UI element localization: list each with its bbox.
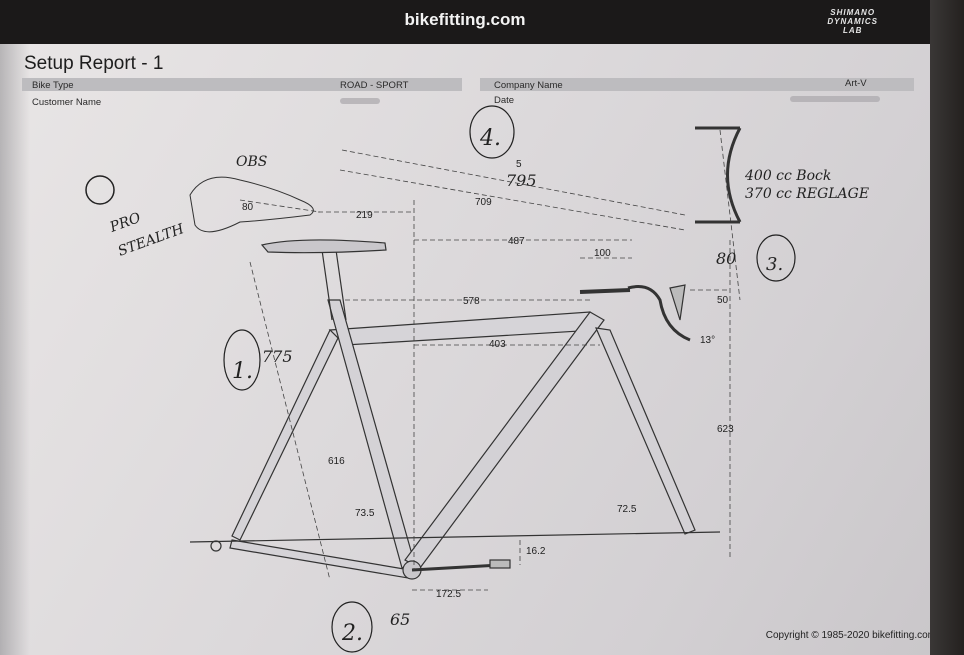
hw-num-1: 1. [232, 359, 253, 384]
scribble-mark [85, 175, 115, 205]
dim-reach-top: 5 [516, 159, 522, 170]
brand-title: bikefitting.com [404, 10, 526, 29]
drop-bar [627, 285, 691, 342]
circle-2 [331, 601, 373, 653]
dim-bb-drop: 16.2 [526, 546, 546, 557]
bike-type-row [22, 78, 462, 91]
paper-edge [930, 0, 964, 655]
dim-crank: 172.5 [436, 589, 461, 600]
dim-drop: 50 [717, 295, 729, 306]
dim-seat-angle: 73.5 [355, 508, 375, 519]
hw-drop: 80 [716, 249, 736, 268]
down-tube [404, 311, 605, 569]
header-bar: bikefitting.com SHIMANO DYNAMICS LAB [0, 0, 930, 44]
rear-dropout [210, 540, 222, 552]
dim-saddle-length: 80 [242, 202, 254, 213]
ground-line [189, 531, 721, 543]
dim-saddle-setback: 219 [356, 210, 373, 221]
fork [595, 327, 696, 535]
chain-stay [229, 539, 411, 579]
copyright: Copyright © 1985-2020 bikefitting.com [765, 630, 936, 641]
hw-saddle-model-1: PRO [107, 210, 143, 236]
company-row [480, 78, 914, 91]
dim-stem: 100 [594, 248, 611, 259]
hw-num-3: 3. [766, 254, 783, 275]
shimano-dynamics-lab-logo: SHIMANO DYNAMICS LAB [827, 8, 878, 35]
customer-label: Customer Name [32, 97, 102, 108]
hw-num-4: 4. [479, 126, 501, 151]
dim-seat-tube: 616 [328, 456, 345, 467]
company-value: Art-V [845, 78, 867, 89]
bike-type-label: Bike Type [32, 80, 74, 91]
page-shadow [0, 0, 30, 655]
date-value-redacted [790, 96, 880, 102]
customer-name-redacted [340, 98, 380, 104]
saddle-sketch [189, 176, 314, 233]
logo-line-1: SHIMANO [830, 8, 876, 17]
date-label: Date [494, 95, 515, 106]
dim-handlebar-reach: 578 [463, 296, 480, 307]
seat-post [321, 249, 333, 321]
handlebar-sketch [695, 126, 742, 224]
logo-line-3: LAB [842, 26, 863, 35]
logo-line-2: DYNAMICS [827, 17, 878, 26]
company-label: Company Name [494, 80, 563, 91]
dim-head-angle: 72.5 [617, 504, 637, 515]
hw-saddle-height: 775 [262, 347, 293, 366]
crank-arm [411, 563, 501, 572]
hw-num-2: 2. [341, 621, 363, 646]
dim-stack-top: 403 [489, 339, 506, 350]
circle-3 [756, 234, 796, 282]
dim-saddle-to-bar: 709 [475, 197, 492, 208]
stem [579, 288, 631, 294]
top-tube [328, 311, 598, 346]
hw-note-2: 370 cc REGLAGE [745, 186, 869, 202]
hw-note-1: 400 cc Bock [744, 168, 831, 184]
bike-type-value: ROAD - SPORT [340, 80, 409, 91]
hw-setback: 65 [390, 610, 410, 629]
brake-hood [669, 284, 686, 321]
report-title: Setup Report - 1 [24, 53, 164, 74]
circle-1 [223, 329, 261, 391]
circle-4 [469, 105, 515, 159]
saddle [260, 239, 387, 254]
hw-reach: 795 [506, 171, 537, 190]
pedal [489, 559, 511, 569]
dim-saddle-to-stem: 487 [508, 236, 525, 247]
dim-stack: 623 [717, 424, 734, 435]
hw-obs: OBS [236, 154, 267, 170]
seat-stay [231, 328, 339, 541]
dim-stem-angle: 13° [700, 335, 715, 346]
